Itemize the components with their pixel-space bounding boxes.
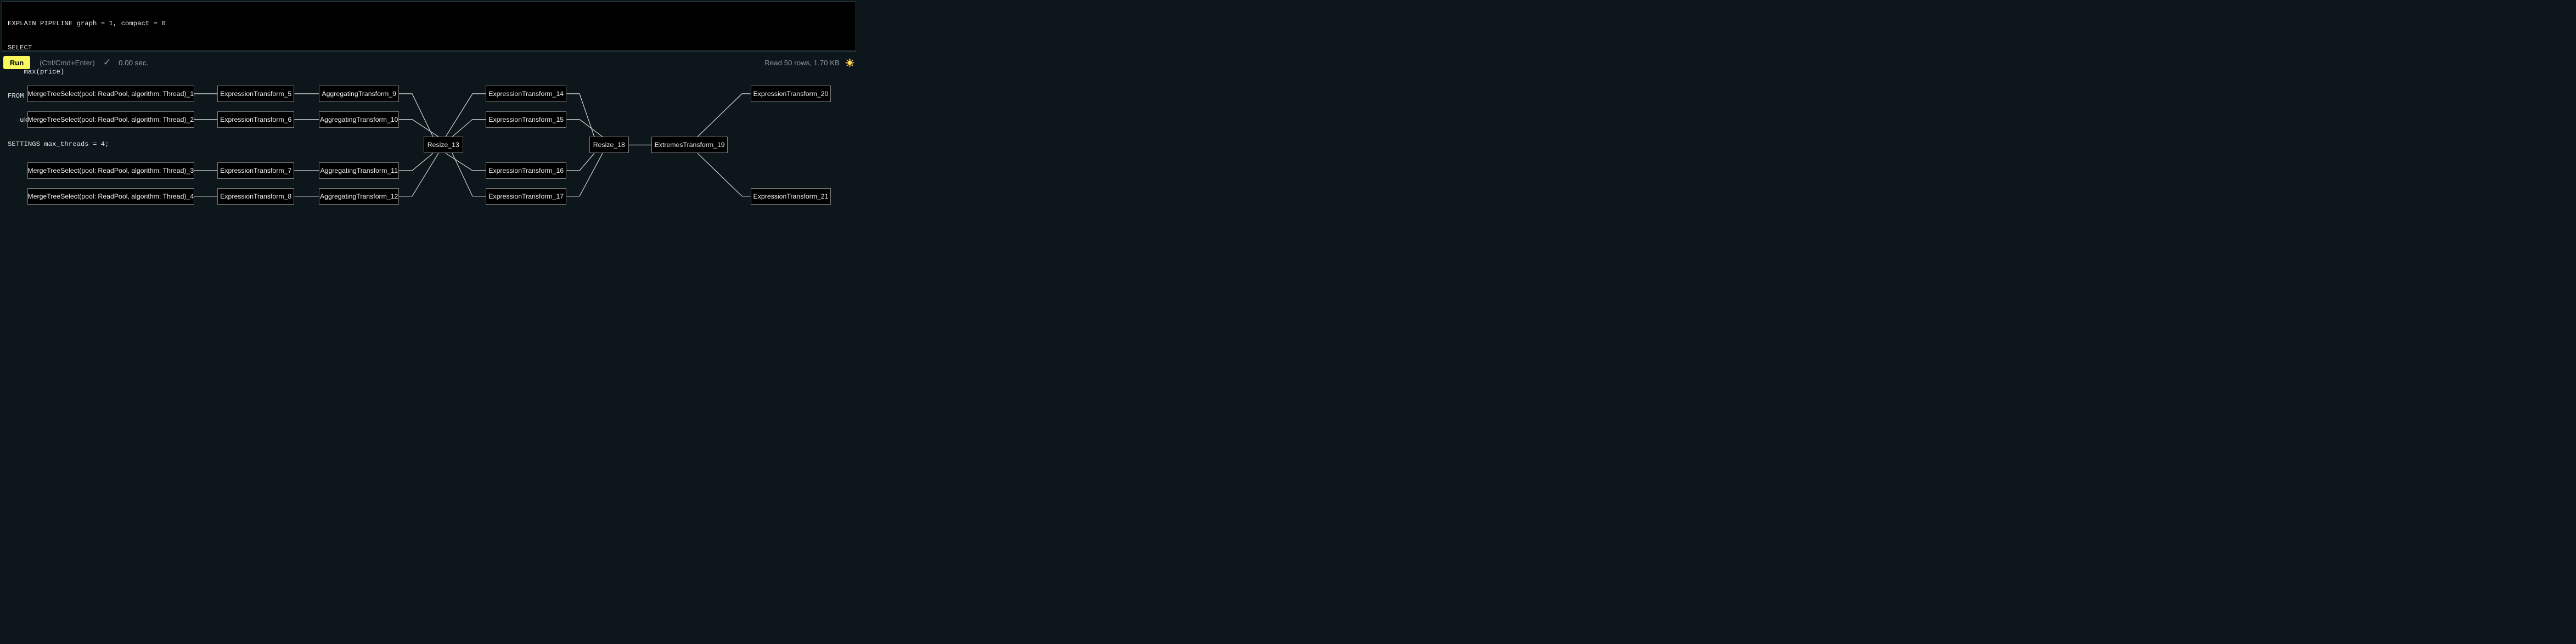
- sun-icon: [845, 58, 854, 67]
- pipeline-node-MergeTreeSelect_1: MergeTreeSelect(pool: ReadPool, algorith…: [27, 85, 194, 102]
- theme-toggle-button[interactable]: [845, 58, 854, 67]
- pipeline-edge: [445, 93, 486, 137]
- pipeline-edge: [399, 93, 434, 137]
- elapsed-time: 0.00 sec.: [119, 58, 149, 67]
- pipeline-node-ExpressionTransform_14: ExpressionTransform_14: [486, 85, 567, 102]
- read-stats: Read 50 rows, 1.70 KB: [764, 58, 840, 67]
- pipeline-node-MergeTreeSelect_4: MergeTreeSelect(pool: ReadPool, algorith…: [27, 188, 194, 205]
- pipeline-edge: [566, 153, 603, 197]
- pipeline-node-ExtremesTransform_19: ExtremesTransform_19: [651, 137, 728, 154]
- pipeline-edge: [399, 152, 439, 197]
- pipeline-node-AggregatingTransform_11: AggregatingTransform_11: [319, 162, 399, 179]
- sql-editor[interactable]: EXPLAIN PIPELINE graph = 1, compact = 0 …: [2, 1, 856, 148]
- pipeline-edges-layer: [194, 93, 751, 197]
- pipeline-node-ExpressionTransform_21: ExpressionTransform_21: [750, 188, 831, 205]
- run-button[interactable]: Run: [3, 56, 30, 69]
- toolbar: Run (Ctrl/Cmd+Enter) ✓ 0.00 sec. Read 50…: [3, 54, 856, 71]
- code-line: EXPLAIN PIPELINE graph = 1, compact = 0: [8, 20, 166, 28]
- pipeline-node-Resize_13: Resize_13: [423, 137, 463, 154]
- pipeline-edge: [566, 119, 603, 137]
- pipeline-node-ExpressionTransform_15: ExpressionTransform_15: [486, 111, 567, 128]
- pipeline-node-Resize_18: Resize_18: [589, 137, 629, 154]
- pipeline-node-ExpressionTransform_17: ExpressionTransform_17: [486, 188, 567, 205]
- pipeline-edge: [399, 152, 434, 171]
- pipeline-edge: [452, 119, 486, 137]
- pipeline-node-ExpressionTransform_20: ExpressionTransform_20: [750, 85, 831, 102]
- pipeline-node-ExpressionTransform_7: ExpressionTransform_7: [217, 162, 295, 179]
- shortcut-hint: (Ctrl/Cmd+Enter): [40, 58, 95, 67]
- pipeline-edge: [445, 152, 486, 171]
- pipeline-node-ExpressionTransform_5: ExpressionTransform_5: [217, 85, 295, 102]
- pipeline-node-ExpressionTransform_8: ExpressionTransform_8: [217, 188, 295, 205]
- code-line: SELECT: [8, 44, 32, 52]
- pipeline-graph: MergeTreeSelect(pool: ReadPool, algorith…: [0, 0, 859, 214]
- pipeline-node-ExpressionTransform_6: ExpressionTransform_6: [217, 111, 295, 128]
- code-line: FROM: [8, 92, 24, 100]
- pipeline-edge: [697, 93, 751, 137]
- pipeline-edge: [452, 153, 486, 197]
- pipeline-node-AggregatingTransform_9: AggregatingTransform_9: [319, 85, 399, 102]
- pipeline-edge: [566, 93, 595, 137]
- pipeline-node-MergeTreeSelect_3: MergeTreeSelect(pool: ReadPool, algorith…: [27, 162, 194, 179]
- pipeline-node-AggregatingTransform_10: AggregatingTransform_10: [319, 111, 399, 128]
- code-line: SETTINGS max_threads = 4;: [8, 140, 109, 149]
- success-check-icon: ✓: [103, 57, 111, 67]
- pipeline-edge: [399, 119, 439, 137]
- pipeline-node-MergeTreeSelect_2: MergeTreeSelect(pool: ReadPool, algorith…: [27, 111, 194, 128]
- code-line: max(price): [8, 68, 65, 76]
- pipeline-edge: [566, 152, 595, 171]
- pipeline-node-AggregatingTransform_12: AggregatingTransform_12: [319, 188, 399, 205]
- pipeline-edge: [697, 152, 751, 197]
- pipeline-node-ExpressionTransform_16: ExpressionTransform_16: [486, 162, 567, 179]
